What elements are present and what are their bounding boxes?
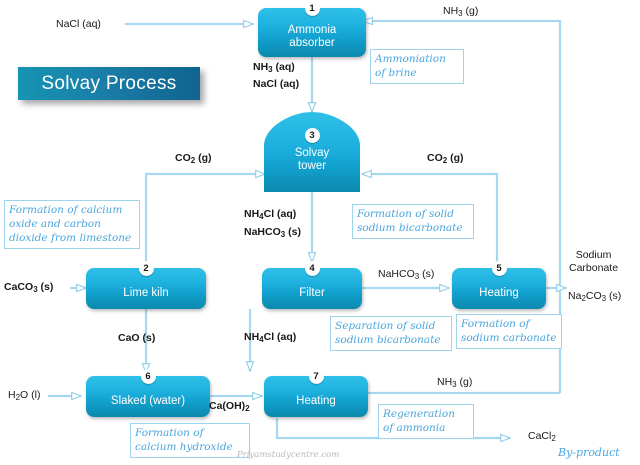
- stream-label-nh4cl-aq-tower: NH4Cl (aq): [244, 208, 297, 221]
- node-filter[interactable]: 4 Filter: [262, 261, 362, 309]
- node-label-heating-7: Heating: [296, 394, 336, 407]
- step-number-6: 6: [140, 369, 156, 384]
- node-slaked-water[interactable]: 6 Slaked (water): [86, 369, 210, 417]
- step-number-7: 7: [308, 369, 324, 384]
- page-title-text: Solvay Process: [41, 72, 177, 94]
- node-heating-7[interactable]: 7 Heating: [264, 369, 368, 417]
- node-label-lime-kiln: Lime kiln: [123, 286, 169, 299]
- node-label-slaked-water: Slaked (water): [110, 394, 186, 407]
- stream-label-cao-s: CaO (s): [118, 332, 156, 344]
- node-label-filter: Filter: [299, 286, 325, 299]
- stream-label-nh4cl-aq-down: NH4Cl (aq): [244, 331, 297, 344]
- step-number-4: 4: [304, 261, 320, 276]
- node-label-heating-5: Heating: [479, 286, 519, 299]
- product-sodium-carbonate-formula: Na2CO3 (s): [568, 290, 622, 303]
- node-lime-kiln[interactable]: 2 Lime kiln: [86, 261, 206, 309]
- step-number-5: 5: [491, 261, 507, 276]
- wire-co2-left-to-tower: [144, 174, 265, 272]
- step-number-1: 1: [304, 1, 320, 16]
- wire-co2-right-to-tower: [362, 174, 499, 272]
- stream-label-h2o-l: H2O (l): [8, 389, 41, 402]
- tower-shape: [264, 112, 360, 192]
- node-heating-5[interactable]: 5 Heating: [452, 261, 546, 309]
- stream-label-nahco3-s-mid: NaHCO3 (s): [378, 268, 435, 281]
- wire-nh3-recycle: [363, 21, 562, 393]
- stream-label-nh3-g-bottom: NH3 (g): [437, 376, 473, 389]
- stream-label-cacl2: CaCl2: [528, 430, 556, 443]
- stream-label-nh3-aq: NH3 (aq): [253, 61, 295, 74]
- stream-label-nacl-aq: NaCl (aq): [253, 78, 300, 90]
- byproduct-label: By-product: [558, 446, 620, 459]
- stream-label-nh3-g-top: NH3 (g): [443, 5, 479, 18]
- stream-label-caco3-in: CaCO3 (s): [4, 281, 54, 294]
- page-title: Solvay Process: [18, 67, 200, 100]
- watermark: Priyamstudycentre.com: [237, 450, 340, 460]
- step-number-3: 3: [304, 128, 320, 143]
- stream-label-nacl-in: NaCl (aq): [56, 18, 101, 30]
- step-number-2: 2: [138, 261, 154, 276]
- stream-label-nahco3-s-tower: NaHCO3 (s): [244, 226, 301, 239]
- stream-label-co2-left: CO2 (g): [175, 152, 212, 165]
- stream-label-caoh2: Ca(OH)2: [209, 400, 250, 413]
- stream-label-co2-right: CO2 (g): [427, 152, 464, 165]
